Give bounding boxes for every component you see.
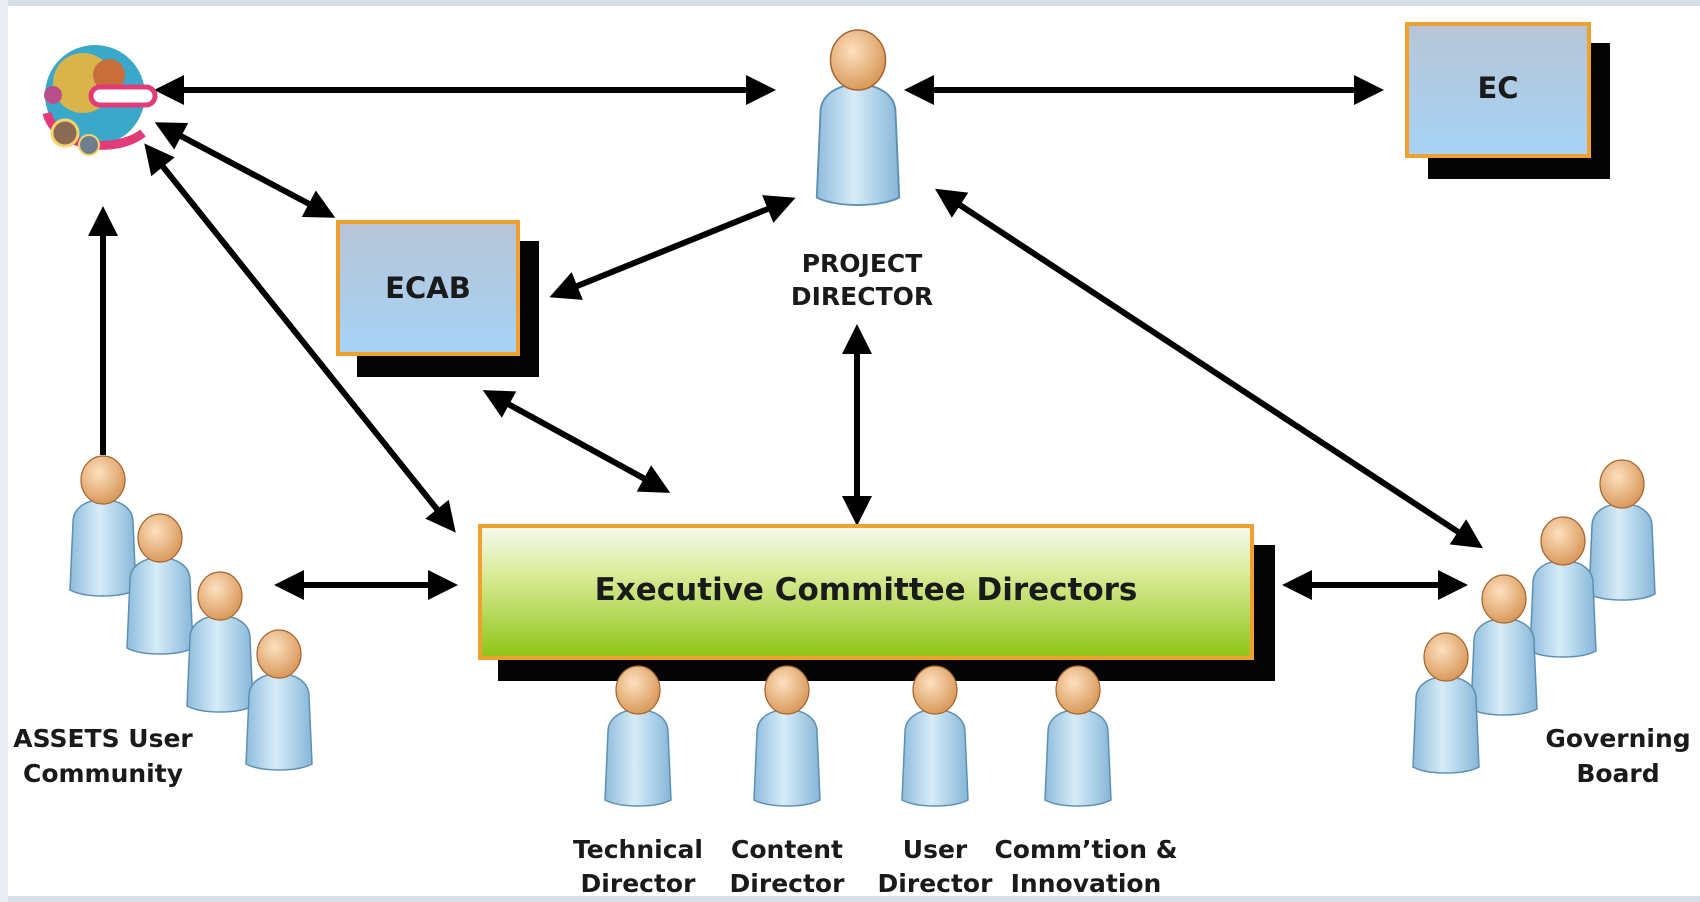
person-icon [1470,574,1538,716]
project-director-label-line2: DIRECTOR [791,282,933,311]
person-icon [1588,459,1656,601]
person-icon [1529,516,1597,658]
assets-user-community-group [69,455,313,771]
person-icon [126,513,194,655]
executive-committee-box [478,524,1275,681]
arrow-ecab-executive [482,390,671,493]
arrow-ecab-project [549,195,796,300]
governing-board-label-line2: Board [1576,759,1659,788]
ec-box [1405,22,1610,179]
executive-committee-label: Executive Committee Directors [595,572,1138,608]
project-director-label-line1: PROJECT [802,249,923,278]
user-director-label-line1: User [903,835,968,864]
ecab-box [336,220,539,377]
connector-arrows [88,75,1484,600]
user-director-label-line2: Director [878,869,994,898]
technical-director-label-line2: Director [581,869,697,898]
left-border [0,0,8,902]
content-director-label-line2: Director [730,869,846,898]
top-border [0,0,1700,6]
ec-label: EC [1477,71,1518,105]
content-director-person-icon [753,665,821,807]
comm-innovation-person-icon [1044,665,1112,807]
project-director-person-icon [815,29,901,206]
ecab-label: ECAB [385,271,471,305]
bottom-border [0,896,1700,902]
arrow-project-board [934,188,1484,549]
content-director-label-line1: Content [731,835,843,864]
person-icon [186,571,254,713]
assets-logo-icon [42,45,158,156]
arrow-logo-executive [144,143,456,533]
person-icon [1412,632,1480,774]
technical-director-person-icon [604,665,672,807]
arrow-logo-ecab [154,122,336,218]
assets-user-community-label-line1: ASSETS User [13,724,193,753]
person-icon [245,629,313,771]
comm-innovation-label-line2: Innovation [1011,869,1162,898]
assets-user-community-label-line2: Community [23,759,183,788]
technical-director-label-line1: Technical [573,835,703,864]
person-icon [69,455,137,597]
governing-board-label-line1: Governing [1545,724,1690,753]
user-director-person-icon [901,665,969,807]
comm-innovation-label-line1: Comm’tion & [994,835,1177,864]
